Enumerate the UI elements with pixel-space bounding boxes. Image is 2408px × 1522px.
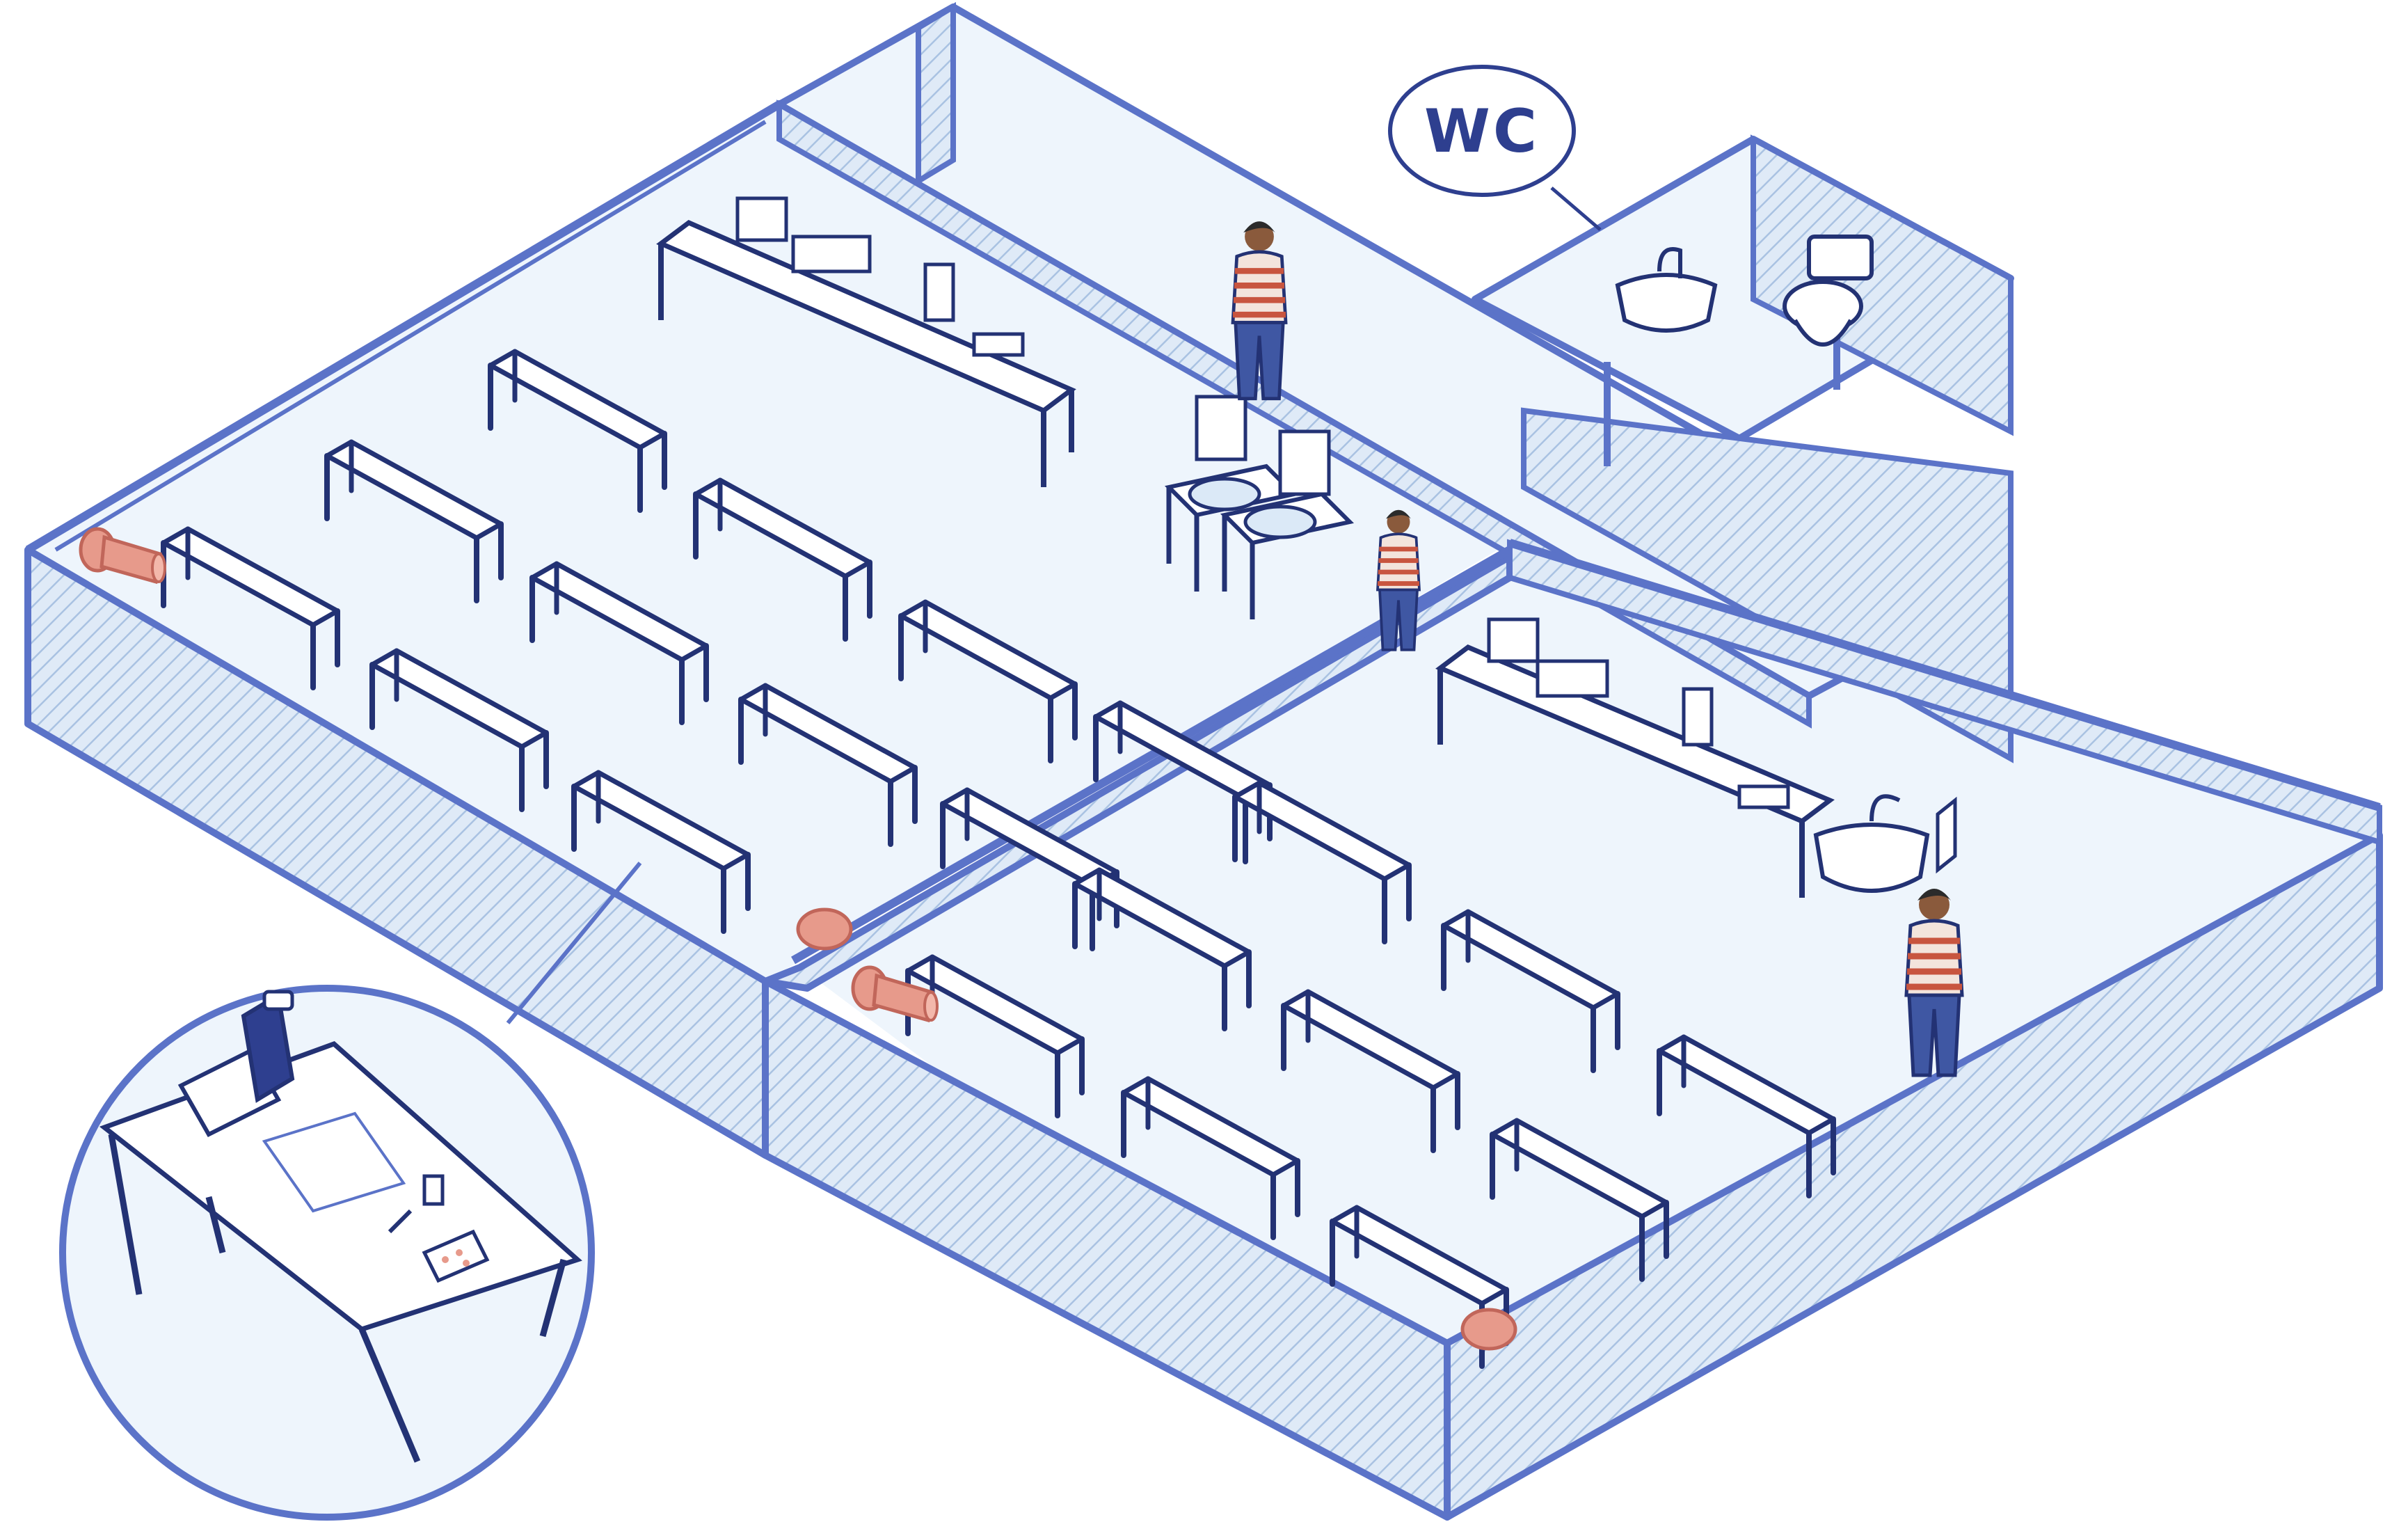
back-corridor-hatched-strip <box>916 1 956 187</box>
pen-icon <box>388 1209 413 1234</box>
inner-wall-top <box>54 120 767 552</box>
wash-station-2 <box>1220 429 1355 619</box>
wc-back-wall <box>1751 134 2014 436</box>
sink-icon <box>1813 794 1957 893</box>
wc-sign <box>1388 65 1576 197</box>
water-dispenser-icon <box>1195 395 1247 461</box>
water-dispenser-icon <box>1278 429 1331 496</box>
paper-sheet <box>262 1111 406 1213</box>
wc-sign-label: WC <box>1424 97 1540 166</box>
paint-palette-icon <box>422 1229 490 1283</box>
camera-icon <box>1460 1308 1517 1351</box>
supply-table-left-room <box>656 196 1076 487</box>
cup-icon <box>422 1174 445 1206</box>
desk-detail-inset <box>59 985 595 1521</box>
wash-station-1 <box>1164 395 1299 592</box>
supply-table-right-room <box>1435 617 1835 898</box>
towel-icon <box>1936 796 1957 874</box>
sink-icon <box>1615 247 1718 333</box>
camera-icon <box>796 907 853 951</box>
toilet-icon <box>1783 235 1874 347</box>
wc-sign-leader <box>1550 187 1602 231</box>
right-back-wall-top <box>1508 539 2381 811</box>
webcam-icon <box>262 990 294 1011</box>
front-right-end-wall <box>1444 832 2383 1521</box>
laptop-icon <box>177 992 295 1137</box>
zoom-leader-line <box>506 862 642 1024</box>
